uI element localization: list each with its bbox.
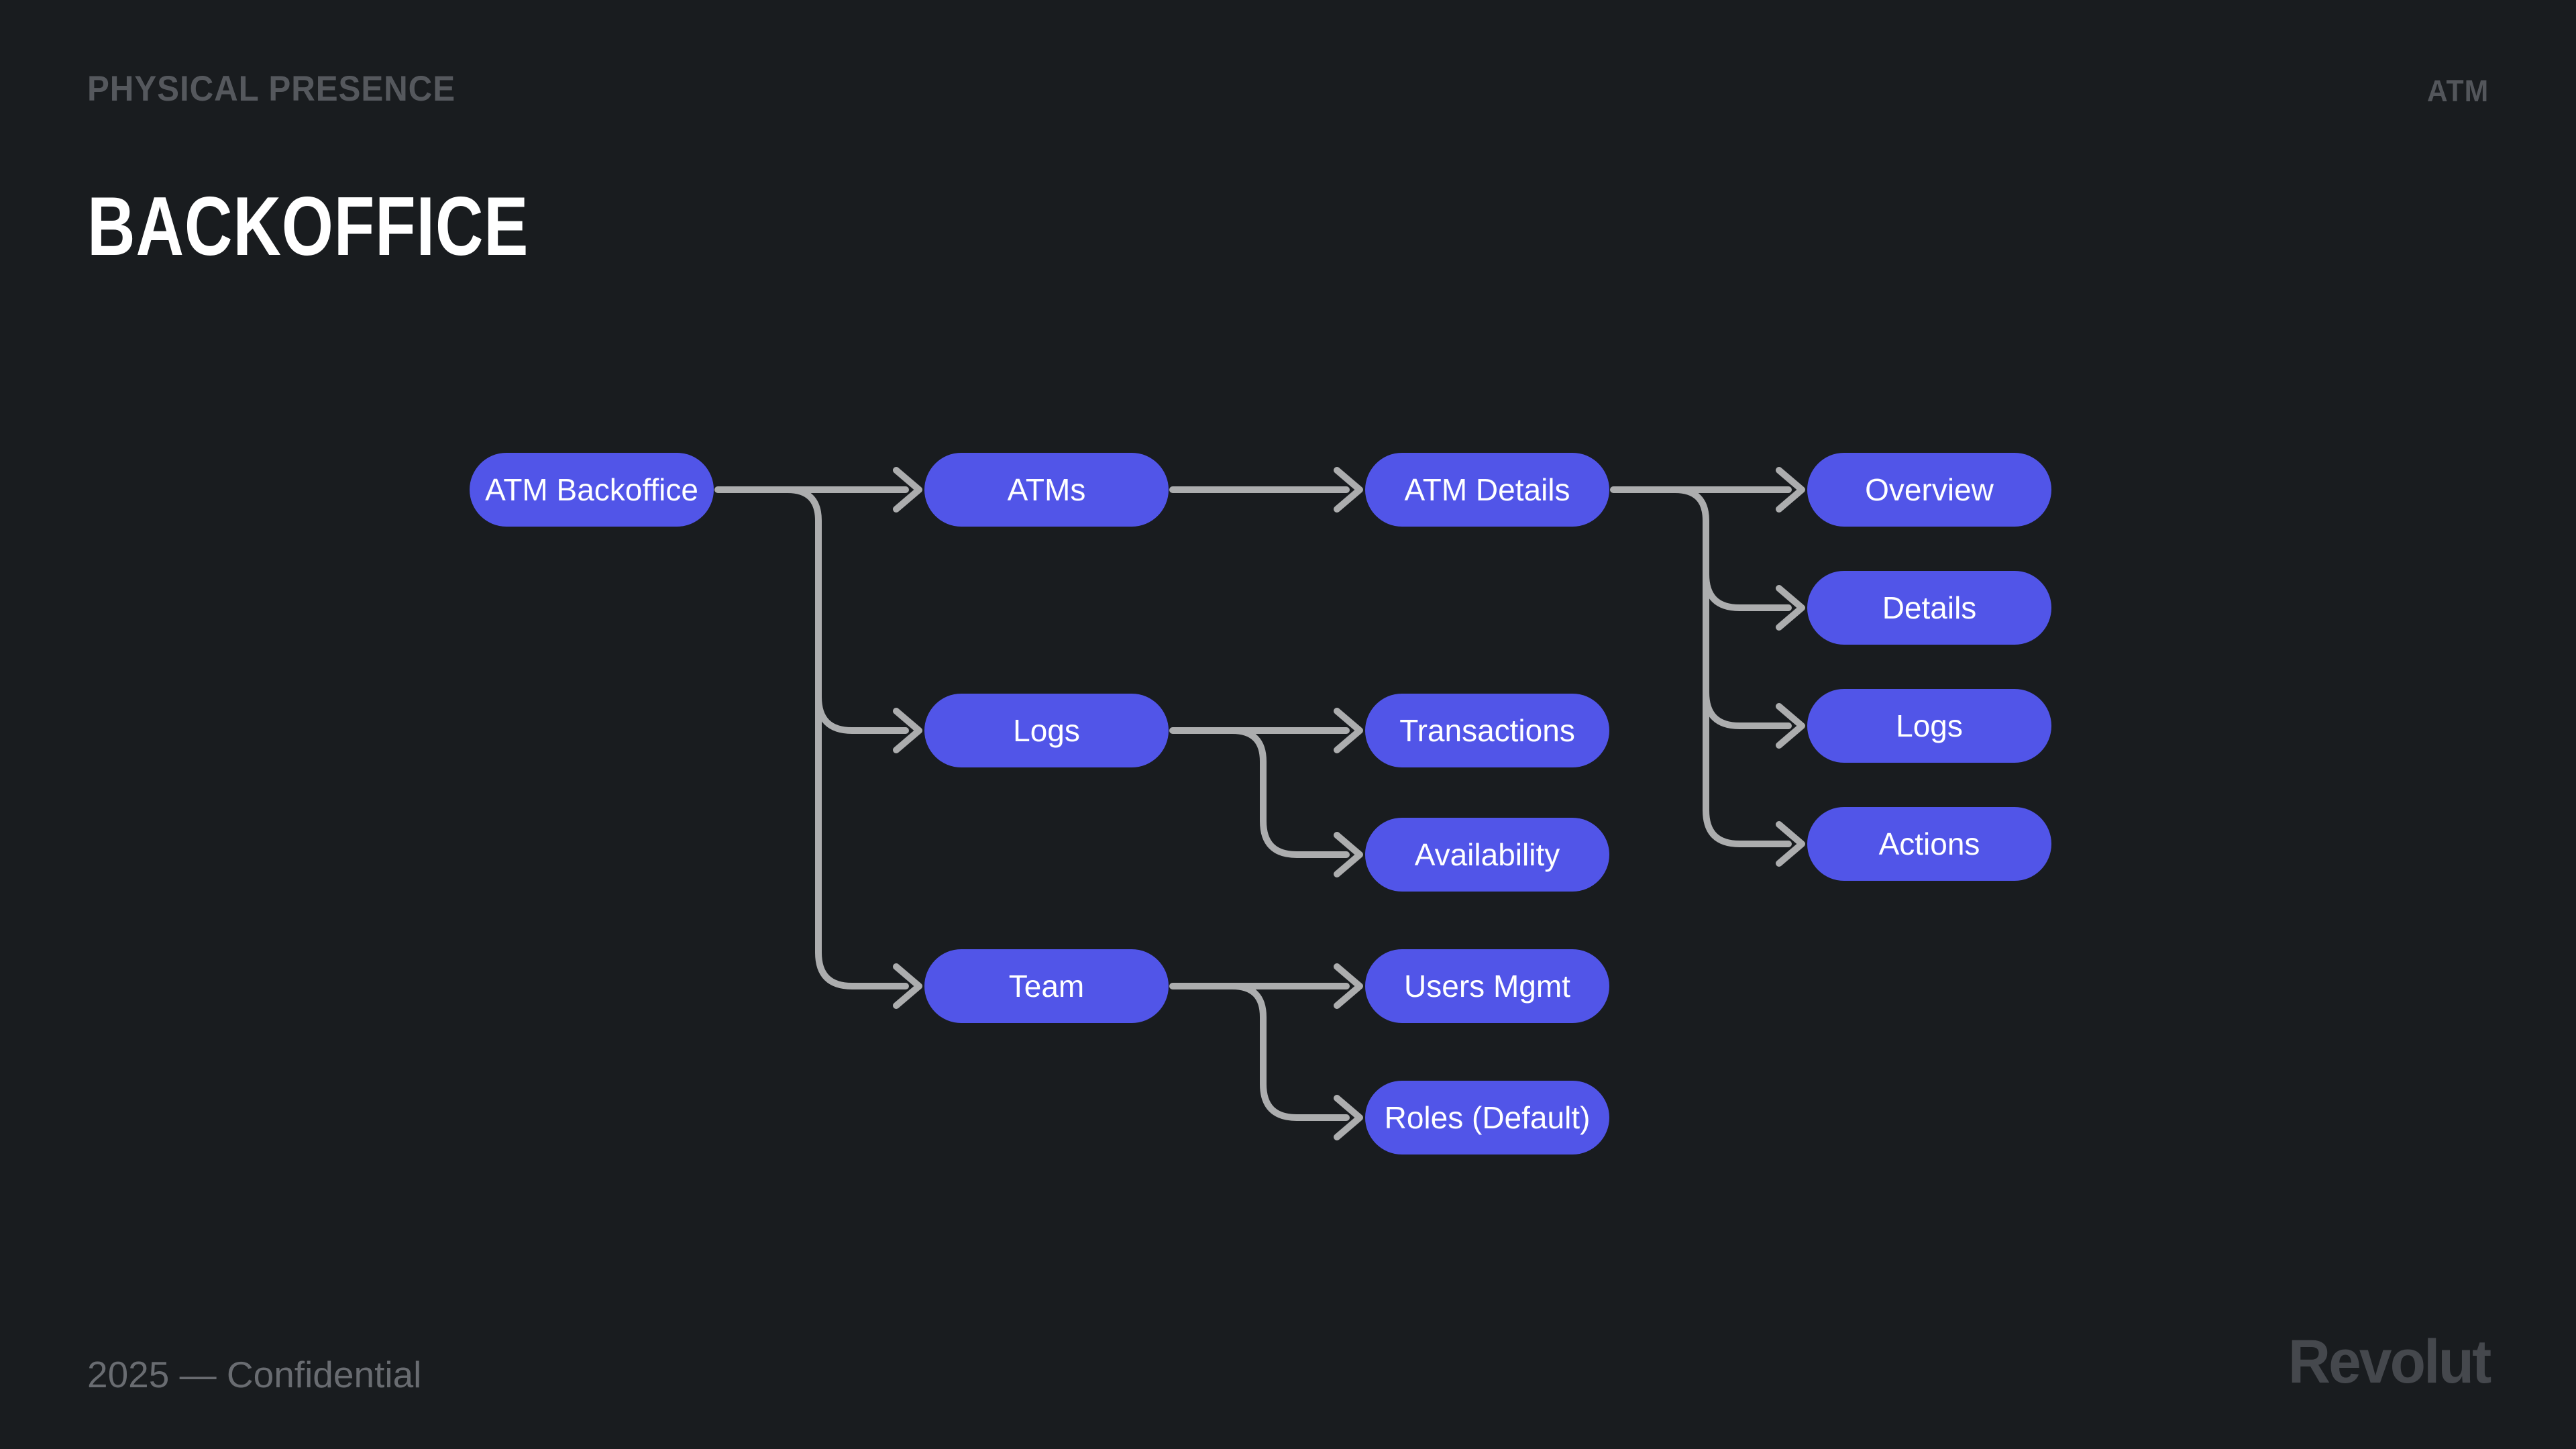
page-title: BACKOFFICE	[87, 180, 529, 273]
node-label: Logs	[1896, 708, 1963, 743]
connector-line	[1229, 727, 1350, 858]
node-label: Users Mgmt	[1404, 969, 1570, 1004]
connector-line	[1229, 983, 1350, 1121]
connector-line	[1703, 571, 1792, 611]
node-label: Details	[1882, 590, 1977, 625]
node-label: Transactions	[1399, 713, 1575, 748]
arrowhead-icon	[1334, 708, 1363, 753]
slide-corner-tag: ATM	[2426, 74, 2489, 108]
arrowhead-icon	[1334, 1095, 1363, 1140]
arrowhead-icon	[1776, 703, 1805, 749]
arrowhead-icon	[1334, 963, 1363, 1009]
arrowhead-icon	[1334, 832, 1363, 877]
node-atm-backoffice: ATM Backoffice	[470, 453, 714, 527]
node-transactions: Transactions	[1365, 694, 1609, 767]
node-roles-default: Roles (Default)	[1365, 1081, 1609, 1155]
node-availability: Availability	[1365, 818, 1609, 892]
arrowhead-icon	[1776, 821, 1805, 867]
node-label: Actions	[1878, 826, 1980, 861]
node-logs: Logs	[924, 694, 1169, 767]
node-label: Team	[1008, 969, 1085, 1004]
arrowhead-icon	[893, 708, 922, 753]
node-label: Overview	[1865, 472, 1994, 507]
node-label: ATM Details	[1404, 472, 1570, 507]
connector-line	[784, 486, 909, 989]
arrowhead-icon	[1776, 467, 1805, 513]
node-label: ATM Backoffice	[485, 472, 698, 507]
node-atms: ATMs	[924, 453, 1169, 527]
node-label: Roles (Default)	[1384, 1100, 1591, 1135]
node-overview: Overview	[1807, 453, 2051, 527]
arrowhead-icon	[1776, 585, 1805, 631]
node-details: Details	[1807, 571, 2051, 645]
footer-confidential: 2025 — Confidential	[87, 1354, 422, 1395]
revolut-logo: Revolut	[2288, 1328, 2491, 1396]
node-actions: Actions	[1807, 807, 2051, 881]
arrowhead-icon	[1334, 467, 1363, 513]
connector-line	[815, 694, 909, 734]
node-users-mgmt: Users Mgmt	[1365, 949, 1609, 1023]
node-atm-details: ATM Details	[1365, 453, 1609, 527]
node-label: ATMs	[1007, 472, 1086, 507]
arrowhead-icon	[893, 963, 922, 1009]
node-label: Logs	[1013, 713, 1080, 748]
node-label: Availability	[1414, 837, 1560, 872]
arrowhead-icon	[893, 467, 922, 513]
slide-kicker: PHYSICAL PRESENCE	[87, 69, 456, 109]
connector-line	[1703, 689, 1792, 729]
node-team: Team	[924, 949, 1169, 1023]
node-logs-right: Logs	[1807, 689, 2051, 763]
connector-line	[1672, 486, 1792, 847]
